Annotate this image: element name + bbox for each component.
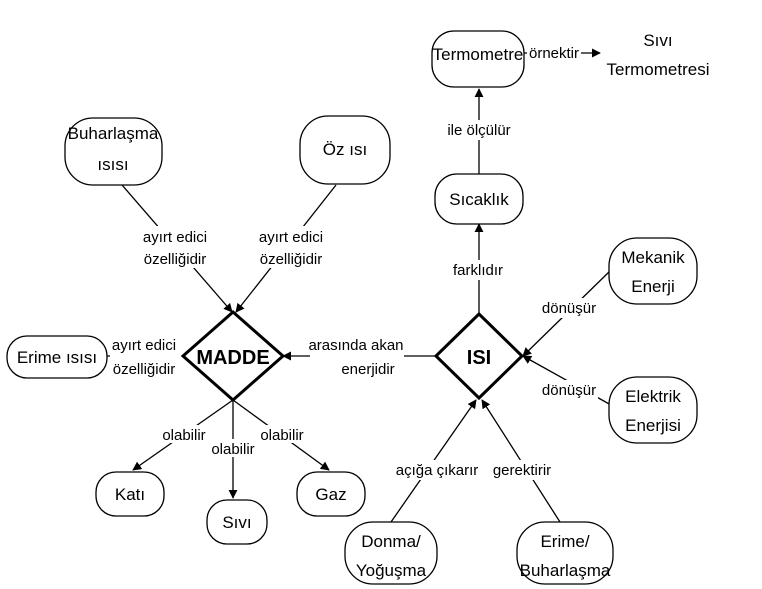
link-labels: ayırt edici özelliğidir ayırt edici özel… — [110, 44, 598, 480]
link-text-line: arasında akan — [308, 337, 403, 354]
link-text-line: dönüşür — [542, 382, 596, 399]
concept-kati: Katı — [95, 471, 165, 517]
concept-text-line: Mekanik — [621, 248, 685, 267]
link-text-line: dönüşür — [542, 300, 596, 317]
link-farklidir: farklıdır — [450, 260, 506, 280]
concept-text: Katı — [115, 485, 145, 504]
concept-oz-isi: Öz ısı — [299, 115, 391, 185]
concept-text: Gaz — [315, 485, 346, 504]
link-text-line: ayırt edici — [112, 337, 176, 354]
concept-sivi-termometresi: Sıvı Termometresi — [607, 31, 710, 79]
concept-sivi: Sıvı — [206, 499, 268, 545]
concept-text: Termometre — [433, 45, 524, 64]
concept-text-line: Termometresi — [607, 60, 710, 79]
link-text-line: gerektirir — [493, 462, 551, 479]
link-text-line: özelliğidir — [113, 361, 176, 378]
concept-text: Sıvı — [222, 513, 251, 532]
link-olabilir-kati: olabilir — [160, 425, 208, 444]
concept-text-line: Buharlaşma — [520, 561, 611, 580]
concept-text-line: Buharlaşma — [68, 124, 159, 143]
link-olabilir-sivi: olabilir — [208, 439, 258, 458]
link-text-line: olabilir — [211, 441, 254, 458]
link-aciga-cikarir: açığa çıkarır — [396, 460, 479, 480]
concept-buharlasma-isisi: Buharlaşma ısısı — [64, 117, 163, 186]
link-text-line: özelliğidir — [260, 251, 323, 268]
concept-termometre: Termometre — [431, 30, 525, 88]
link-arasinda-akan: arasında akan enerjidir — [308, 334, 404, 380]
concept-text-line: Donma/ — [361, 532, 421, 551]
link-ayirt-edici-3: ayırt edici özelliğidir — [110, 334, 184, 380]
link-donusur-2: dönüşür — [540, 380, 598, 400]
concept-isi-label: ISI — [467, 347, 491, 369]
link-text-line: ayırt edici — [143, 229, 207, 246]
concept-donma-yogusma: Donma/ Yoğuşma — [344, 521, 438, 585]
link-ayirt-edici-2: ayırt edici özelliğidir — [254, 226, 328, 268]
link-text-line: örnektir — [529, 45, 579, 62]
link-olabilir-gaz: olabilir — [258, 425, 306, 444]
concept-elektrik-enerjisi: Elektrik Enerjisi — [608, 376, 698, 444]
concept-text-line: ısısı — [97, 155, 128, 174]
concept-text-line: Sıvı — [643, 31, 672, 50]
link-text-line: ile ölçülür — [447, 122, 510, 139]
link-text-line: olabilir — [260, 427, 303, 444]
concept-text-line: Enerjisi — [625, 416, 681, 435]
link-ile-olculur: ile ölçülür — [443, 120, 515, 140]
link-text-line: açığa çıkarır — [396, 462, 479, 479]
concept-text-line: Erime/ — [540, 532, 589, 551]
concept-text-line: Yoğuşma — [356, 561, 427, 580]
link-gerektirir: gerektirir — [490, 460, 556, 480]
concept-erime-buharlasma: Erime/ Buharlaşma — [516, 521, 614, 585]
concept-text: Erime ısısı — [17, 348, 97, 367]
link-text-line: enerjidir — [341, 361, 394, 378]
concept-mekanik-enerji: Mekanik Enerji — [608, 237, 698, 305]
link-text-line: farklıdır — [453, 262, 503, 279]
concept-text-line: Elektrik — [625, 387, 681, 406]
link-donusur-1: dönüşür — [540, 298, 598, 318]
concept-text: Öz ısı — [323, 140, 367, 159]
link-text-line: özelliğidir — [144, 251, 207, 268]
link-ayirt-edici-1: ayırt edici özelliğidir — [138, 226, 212, 268]
concept-madde-label: MADDE — [196, 347, 269, 369]
link-text-line: olabilir — [162, 427, 205, 444]
link-ornektir: örnektir — [527, 44, 581, 62]
concept-madde: MADDE — [180, 310, 286, 402]
concept-sicaklik: Sıcaklık — [434, 173, 524, 225]
concept-erime-isisi: Erime ısısı — [6, 335, 108, 379]
concept-gaz: Gaz — [296, 471, 366, 517]
concept-text: Sıcaklık — [449, 190, 509, 209]
link-text-line: ayırt edici — [259, 229, 323, 246]
concept-isi: ISI — [433, 311, 525, 401]
concept-text-line: Enerji — [631, 277, 674, 296]
